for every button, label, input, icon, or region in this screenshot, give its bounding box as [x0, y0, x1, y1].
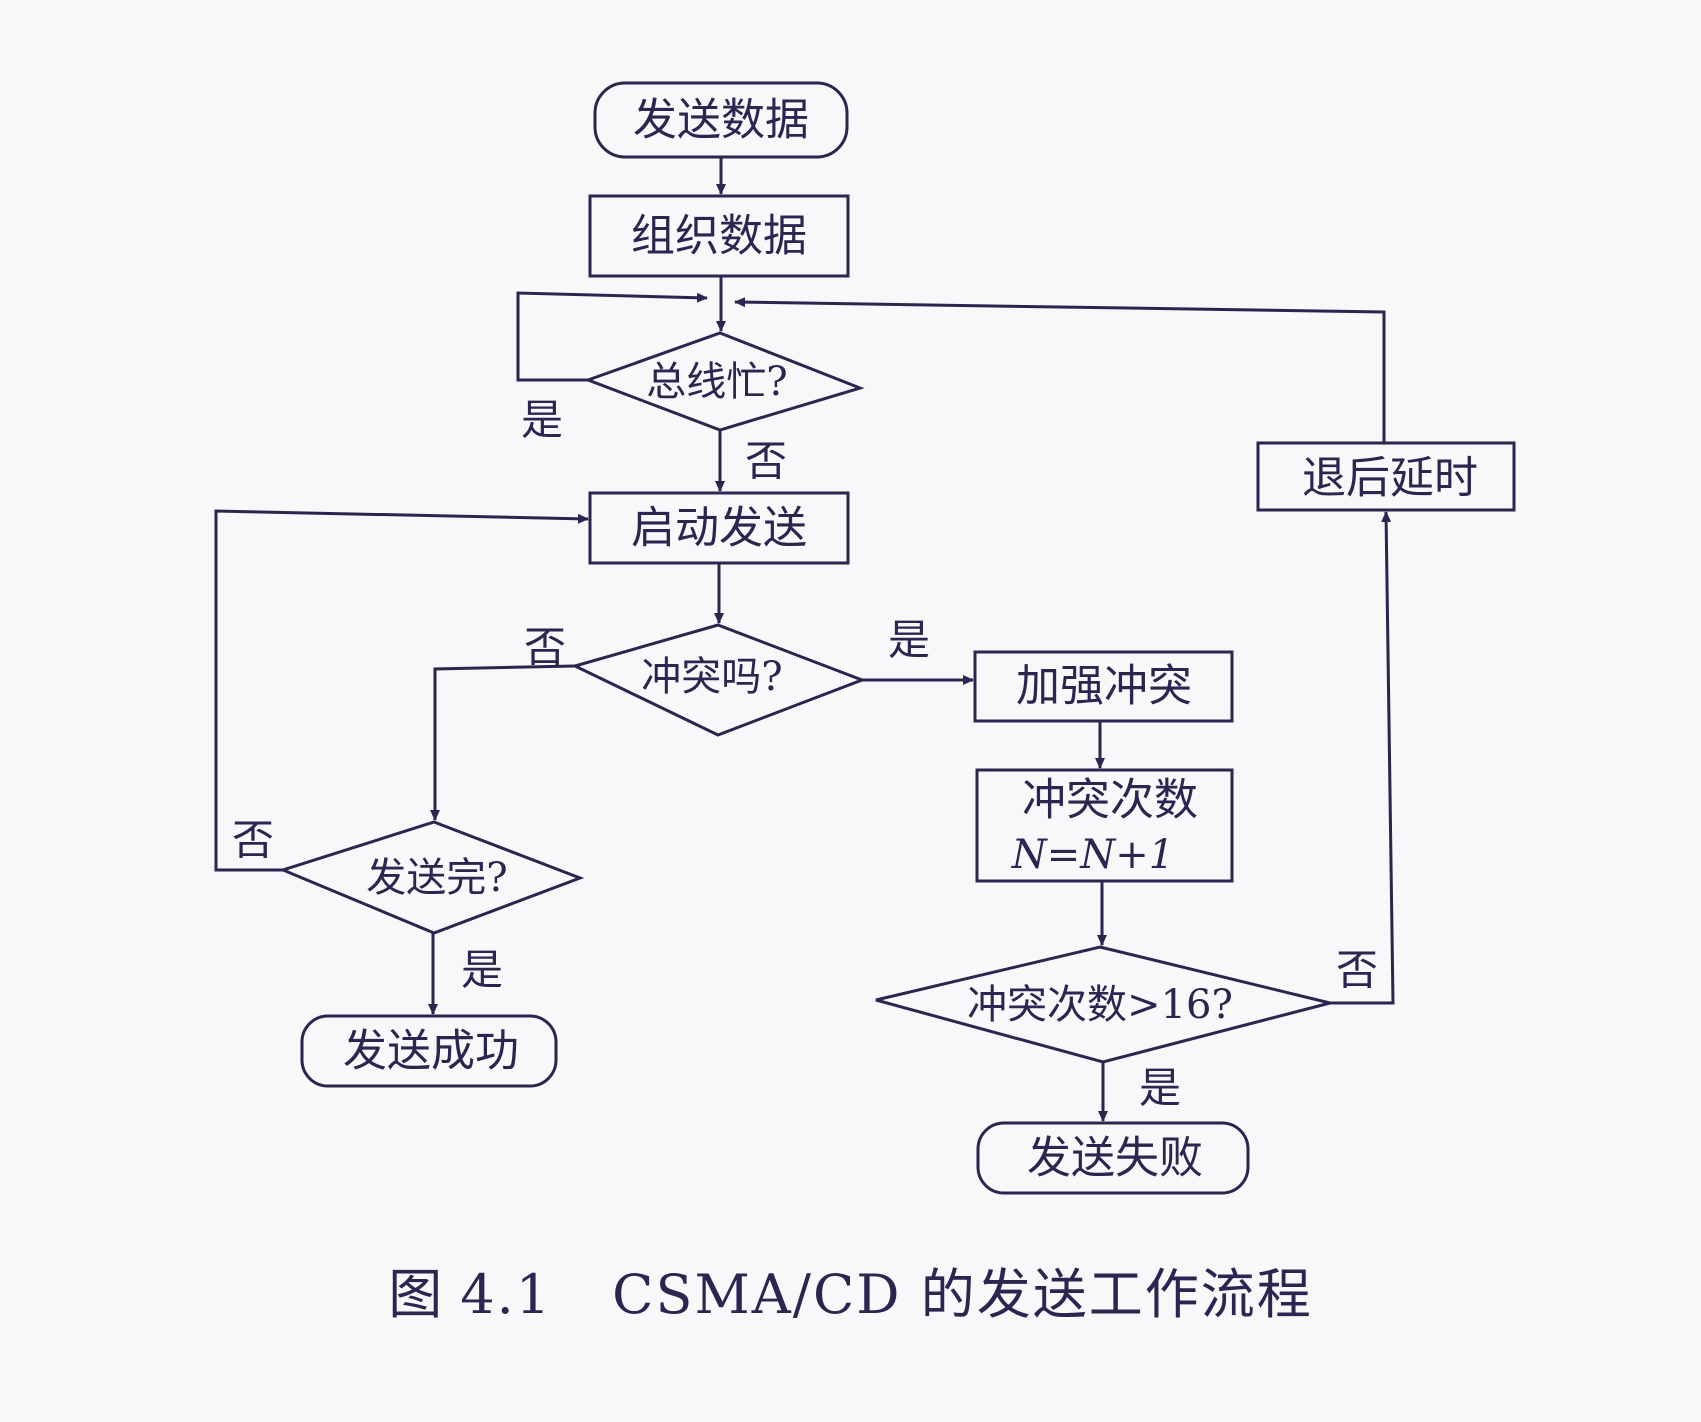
organize-data-box — [588, 194, 850, 278]
backoff-label: 退后延时 — [1302, 453, 1478, 504]
send-done-yes-label: 是 — [461, 946, 503, 995]
caption-prefix: 图 — [388, 1263, 445, 1326]
collision-yes-label: 是 — [888, 616, 930, 665]
count-line1-label: 冲突次数 — [1022, 775, 1198, 826]
caption-number: 4.1 — [460, 1263, 553, 1326]
failure-terminal — [976, 1121, 1250, 1195]
collision-count-box — [975, 768, 1234, 883]
count-line2-label: N=N+1 — [1011, 832, 1174, 878]
backoff-box — [1256, 441, 1516, 512]
bus-busy-label: 总线忙? — [646, 359, 787, 405]
start-send-label: 启动发送 — [631, 503, 807, 554]
start-label: 发送数据 — [633, 95, 809, 146]
success-terminal — [300, 1014, 558, 1088]
count-no-label: 否 — [1336, 946, 1378, 995]
collision-label: 冲突吗? — [641, 654, 782, 700]
edge-senddone-restart — [214, 509, 589, 872]
bus-busy-yes-label: 是 — [521, 396, 563, 445]
collision-decision — [570, 623, 867, 737]
jam-box — [973, 650, 1234, 723]
send-done-label: 发送完? — [366, 855, 507, 901]
jam-label: 加强冲突 — [1016, 661, 1192, 712]
collision-no-label: 否 — [524, 623, 566, 672]
edge-check-backoff — [1330, 511, 1395, 1005]
count-yes-label: 是 — [1139, 1064, 1181, 1113]
failure-label: 发送失败 — [1027, 1133, 1203, 1184]
edge-bus-busy-loop — [516, 291, 708, 382]
success-label: 发送成功 — [343, 1026, 519, 1077]
bus-busy-no-label: 否 — [745, 437, 787, 486]
caption-text: CSMA/CD 的发送工作流程 — [612, 1263, 1313, 1326]
edge-collision-senddone — [430, 664, 576, 821]
edge-backoff-bus — [734, 297, 1386, 443]
count-check-label: 冲突次数>16? — [967, 982, 1233, 1028]
organize-label: 组织数据 — [631, 211, 807, 262]
send-done-no-label: 否 — [232, 816, 274, 865]
